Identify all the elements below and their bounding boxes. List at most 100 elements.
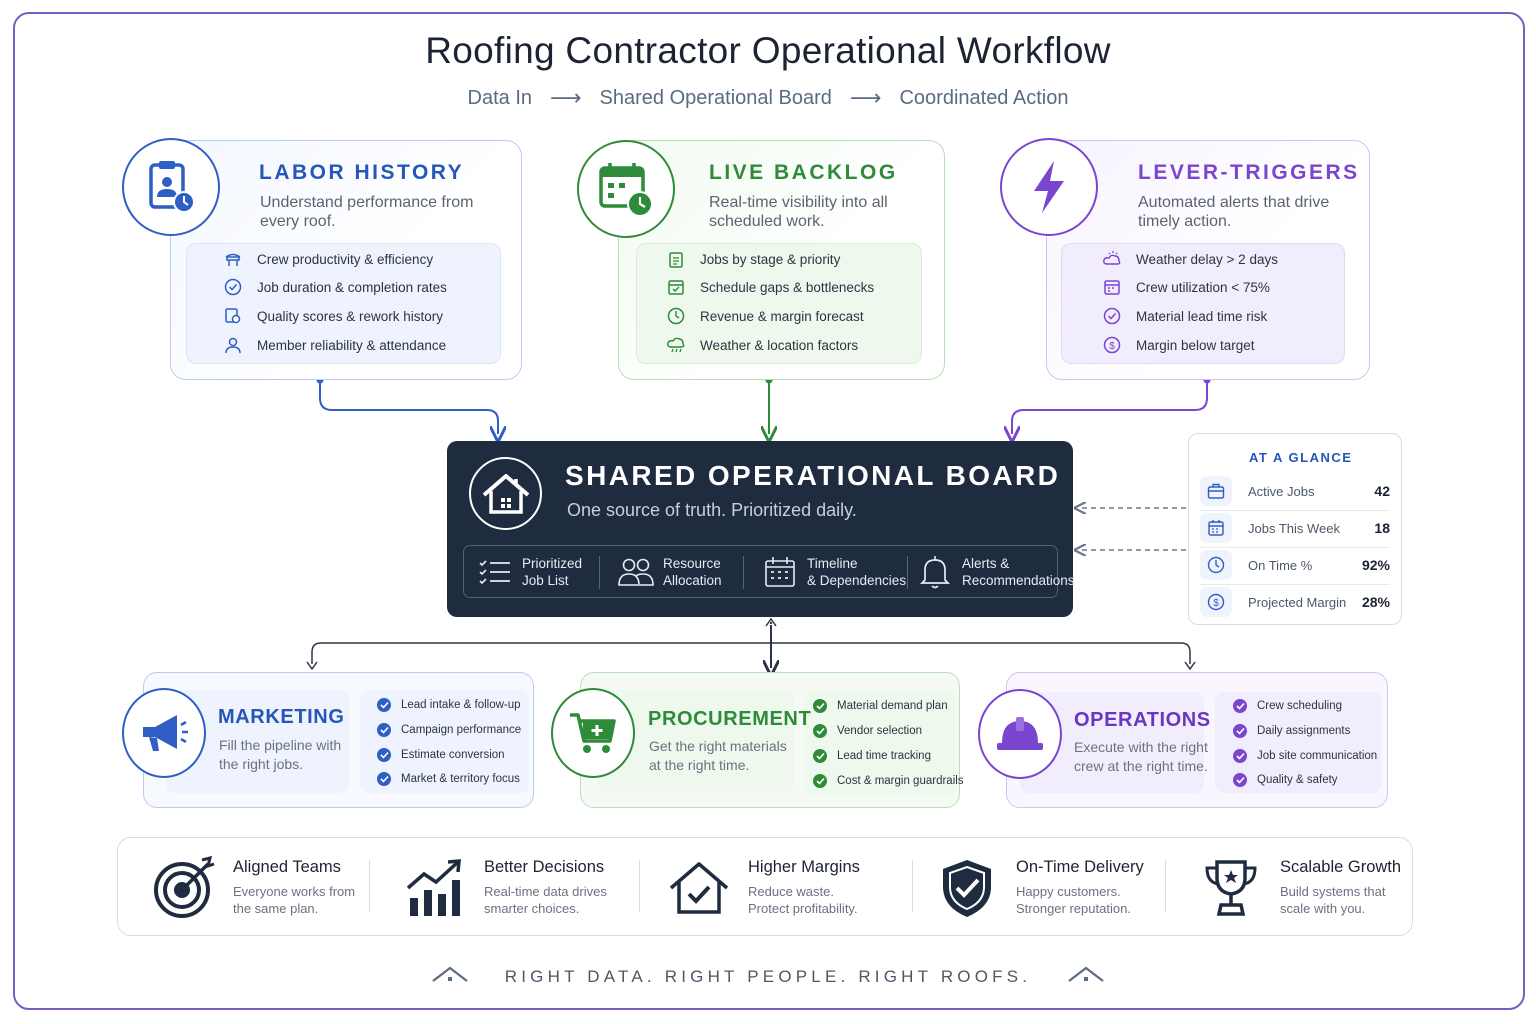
list-item-label: Schedule gaps & bottlenecks: [700, 279, 875, 295]
outer-frame: [13, 12, 1525, 1010]
arrow-right-icon: ⟶: [849, 85, 882, 110]
check-icon: [813, 724, 827, 738]
list-item-label: Weather & location factors: [700, 337, 859, 353]
outcome-description: Reduce waste. Protect profitability.: [748, 884, 858, 916]
list-item-label: Jobs by stage & priority: [700, 251, 841, 267]
check-circle-icon: [1101, 307, 1123, 325]
flow-subtitle: Data In ⟶ Shared Operational Board ⟶ Coo…: [0, 85, 1536, 111]
list-item-label: Margin below target: [1136, 337, 1255, 353]
shared-operational-board: [447, 441, 1073, 617]
list-item-label: Crew utilization < 75%: [1136, 279, 1270, 295]
list-item: Schedule gaps & bottlenecks: [665, 277, 874, 297]
list-item: Quality scores & rework history: [222, 306, 443, 326]
list-item: Crew productivity & efficiency: [222, 249, 433, 269]
glance-value: 28%: [1361, 594, 1390, 610]
footer: RIGHT DATA. RIGHT PEOPLE. RIGHT ROOFS.: [0, 965, 1536, 988]
checklist-item: Job site communication: [1233, 747, 1377, 765]
lever-triggers-title: LEVER-TRIGGERS: [1138, 161, 1360, 184]
outcome-better-decisions: Better Decisions Real-time data drives s…: [400, 850, 614, 925]
flow-step-3: Coordinated Action: [899, 86, 1069, 109]
divider: [1200, 510, 1390, 511]
glance-value: 92%: [1361, 557, 1390, 573]
outcomes-bar: [117, 837, 1413, 936]
checklist-item: Market & territory focus: [377, 770, 520, 788]
list-item: Material lead time risk: [1101, 306, 1267, 326]
briefcase-icon: [1200, 476, 1232, 506]
list-item-label: Quality scores & rework history: [257, 308, 444, 324]
labor-history-title: LABOR HISTORY: [259, 161, 465, 184]
divider: [639, 860, 640, 912]
checklist-item: Campaign performance: [377, 721, 521, 739]
feature-line-2: & Dependencies: [807, 572, 907, 588]
feature-line-2: Recommendations: [962, 572, 1075, 588]
glance-row-projected-margin: $ Projected Margin 28%: [1200, 587, 1390, 617]
check-icon: [1233, 699, 1247, 713]
shield-check-icon: [932, 853, 1002, 923]
board-subtitle: One source of truth. Prioritized daily.: [567, 500, 857, 520]
divider: [369, 860, 370, 912]
live-backlog-description: Real-time visibility into all scheduled …: [709, 194, 888, 230]
checklist-label: Crew scheduling: [1257, 700, 1343, 712]
list-item: Jobs by stage & priority: [665, 249, 840, 269]
outcome-aligned-teams: Aligned Teams Everyone works from the sa…: [149, 850, 363, 925]
outcome-higher-margins: Higher Margins Reduce waste. Protect pro…: [664, 850, 878, 925]
checklist-item: Quality & safety: [1233, 771, 1338, 789]
checklist-label: Daily assignments: [1257, 725, 1351, 737]
checklist-item: Daily assignments: [1233, 722, 1350, 740]
glance-row-active-jobs: Active Jobs 42: [1200, 476, 1390, 506]
crew-icon: [222, 250, 244, 268]
glance-title: AT A GLANCE: [1249, 450, 1353, 465]
list-item-label: Crew productivity & efficiency: [257, 251, 434, 267]
outcome-title: Higher Margins: [748, 858, 860, 876]
divider: [599, 556, 600, 589]
svg-text:$: $: [1109, 341, 1115, 352]
marketing-title: MARKETING: [218, 706, 345, 728]
calendar-check-icon: [665, 278, 687, 296]
procurement-checklist-panel: [804, 690, 955, 796]
glance-row-jobs-this-week: Jobs This Week 18: [1200, 513, 1390, 543]
list-item: Member reliability & attendance: [222, 335, 446, 355]
checklist-item: Vendor selection: [813, 722, 922, 740]
check-icon: [377, 772, 391, 786]
check-icon: [377, 698, 391, 712]
lightning-icon: [1000, 138, 1098, 236]
outcome-title: Scalable Growth: [1280, 858, 1402, 876]
checklist-label: Estimate conversion: [401, 749, 505, 761]
outcome-description: Everyone works from the same plan.: [233, 884, 356, 916]
check-icon: [377, 748, 391, 762]
calendar-icon: [1200, 513, 1232, 543]
people-icon: [617, 554, 655, 590]
list-item: Crew utilization < 75%: [1101, 277, 1270, 297]
cloud-rain-icon: [665, 336, 687, 354]
operations-title: OPERATIONS: [1074, 709, 1211, 731]
feature-line-1: Prioritized: [522, 555, 583, 571]
glance-label: Projected Margin: [1248, 594, 1347, 610]
procurement-title: PROCUREMENT: [648, 708, 812, 730]
feature-line-2: Allocation: [663, 572, 722, 588]
person-icon: [222, 336, 244, 354]
checklist-item: Lead intake & follow-up: [377, 696, 521, 714]
megaphone-icon: [122, 688, 206, 778]
clipboard-user-clock-icon: [122, 138, 220, 236]
footer-tagline: RIGHT DATA. RIGHT PEOPLE. RIGHT ROOFS.: [504, 966, 1032, 986]
glance-value: 18: [1374, 520, 1390, 536]
weather-icon: [1101, 250, 1123, 268]
labor-history-description: Understand performance from every roof.: [260, 194, 474, 230]
roof-icon: [431, 965, 469, 988]
divider: [1200, 584, 1390, 585]
flow-step-2: Shared Operational Board: [599, 86, 832, 109]
check-circle-icon: [222, 278, 244, 296]
outcome-title: Aligned Teams: [233, 858, 341, 876]
check-icon: [1233, 724, 1247, 738]
divider: [912, 860, 913, 912]
calendar-clock-icon: [577, 140, 675, 238]
checklist-label: Quality & safety: [1257, 774, 1338, 786]
divider: [1165, 860, 1166, 912]
board-title: SHARED OPERATIONAL BOARD: [565, 460, 1061, 491]
marketing-description: Fill the pipeline with the right jobs.: [219, 737, 342, 772]
outcome-on-time-delivery: On-Time Delivery Happy customers. Strong…: [932, 850, 1146, 925]
lever-triggers-description: Automated alerts that drive timely actio…: [1138, 194, 1330, 230]
